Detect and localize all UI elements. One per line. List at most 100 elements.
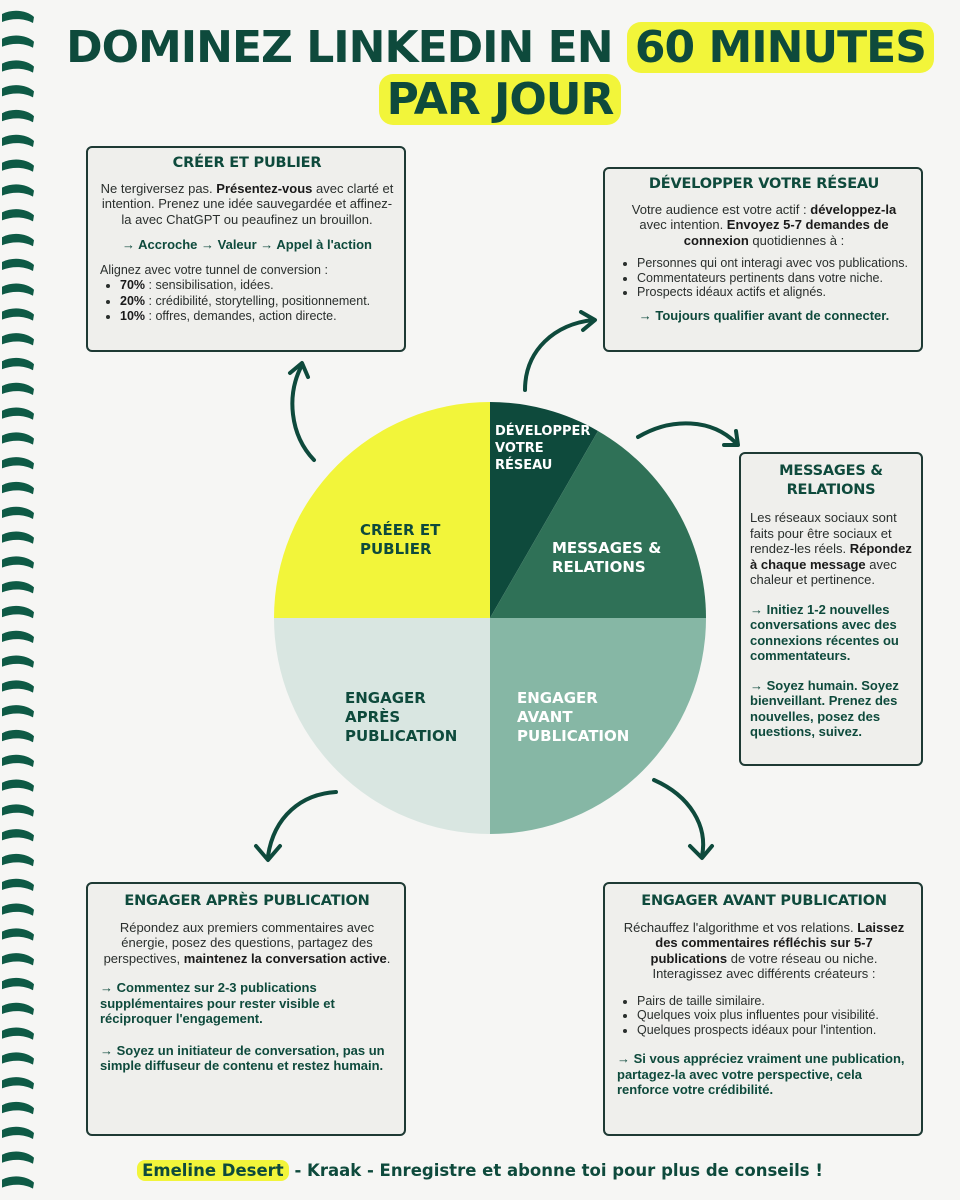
pie-label-line: RÉSEAU (495, 457, 552, 473)
text: Répondez aux premiers commentaires avec … (103, 919, 375, 966)
text-bold: développez-la (810, 201, 897, 217)
text: avec intention. (639, 217, 727, 232)
spiral-ring (2, 333, 34, 346)
spiral-ring (2, 1126, 34, 1139)
spiral-ring (2, 878, 34, 891)
spiral-ring (2, 754, 34, 767)
spiral-ring (2, 829, 34, 842)
card-messages-relations: MESSAGES & RELATIONS Les réseaux sociaux… (739, 452, 923, 766)
card-list: 70% : sensibilisation, idées.20% : crédi… (100, 278, 394, 325)
card-note: → Commentez sur 2-3 publications supplém… (100, 980, 335, 1026)
pie-slice (490, 430, 706, 618)
pie-label-line: PUBLIER (360, 540, 432, 558)
pie-label-line: VOTRE (495, 441, 544, 456)
card-text: Répondez aux premiers commentaires avec … (100, 920, 394, 967)
spiral-ring (2, 853, 34, 867)
spiral-ring (2, 209, 34, 222)
pie-label-line: MESSAGES & (552, 539, 661, 557)
title-line1: DOMINEZ LINKEDIN EN (66, 22, 613, 73)
list-item-text: : sensibilisation, idées. (145, 278, 274, 292)
text-bold: maintenez la conversation active (183, 950, 387, 966)
pie-label-line: CRÉER ET (360, 520, 441, 539)
title-highlight-day: PAR JOUR (378, 74, 622, 125)
spiral-ring (2, 159, 34, 172)
list-item: 10% : offres, demandes, action directe. (120, 309, 394, 325)
spiral-ring (2, 481, 34, 495)
footer-credit: Emeline Desert - Kraak - Enregistre et a… (0, 1160, 960, 1181)
card-list: Personnes qui ont interagi avec vos publ… (617, 256, 911, 300)
list-item: Pairs de taille similaire. (637, 994, 911, 1009)
card-text: Réchauffez l'algorithme et vos relations… (617, 920, 911, 982)
arrow-to-messages-icon (636, 421, 740, 447)
list-item-text: : offres, demandes, action directe. (145, 309, 337, 323)
spiral-ring (2, 109, 34, 123)
list-item: 70% : sensibilisation, idées. (120, 278, 394, 294)
card-text: Votre audience est votre actif : dévelop… (617, 202, 911, 249)
pie-slice (274, 402, 490, 618)
spiral-ring (2, 233, 34, 247)
spiral-ring (2, 35, 34, 48)
spiral-ring (2, 779, 34, 792)
spiral-ring (2, 357, 34, 371)
text: Réchauffez l'algorithme et vos relations… (623, 919, 858, 935)
spiral-ring (2, 630, 34, 643)
spiral-ring (2, 308, 34, 321)
card-note: → Soyez humain. Soyez bienveillant. Pren… (750, 677, 899, 740)
card-engager-apres: ENGAGER APRÈS PUBLICATION Répondez aux p… (86, 882, 406, 1136)
list-item: Personnes qui ont interagi avec vos publ… (637, 256, 911, 271)
pie-label-line: PUBLICATION (345, 727, 457, 745)
card-note: → Soyez un initiateur de conversation, p… (100, 1042, 385, 1074)
page-title: DOMINEZ LINKEDIN EN 60 MINUTES (60, 22, 940, 73)
text: avec clarté et intention. Prenez une idé… (101, 180, 394, 227)
spiral-ring (2, 1077, 34, 1090)
pie-slice (490, 402, 598, 618)
spiral-ring (2, 1101, 34, 1115)
spiral-ring (2, 1027, 34, 1040)
pie-label-line: AVANT (517, 708, 573, 726)
list-item-percent: 10% (120, 309, 146, 323)
list-item: Commentateurs pertinents dans votre nich… (637, 271, 911, 286)
spiral-ring (2, 258, 34, 271)
pie-label-line: ENGAGER (345, 689, 426, 707)
list-item: 20% : crédibilité, storytelling, positio… (120, 294, 394, 310)
title-highlight-minutes: 60 MINUTES (626, 22, 934, 73)
spiral-binding (2, 10, 34, 1189)
text-bold: Présentez-vous (216, 180, 313, 196)
spiral-ring (2, 283, 34, 296)
arrow-to-developper-icon (523, 310, 597, 392)
text-bold: Envoyez 5-7 demandes de connexion (683, 217, 889, 248)
pie-slice (274, 618, 490, 834)
list-item-percent: 20% (120, 293, 146, 308)
card-title: ENGAGER AVANT PUBLICATION (641, 893, 887, 909)
list-item: Quelques voix plus influentes pour visib… (637, 1008, 911, 1023)
spiral-ring (2, 581, 34, 594)
card-text: Ne tergiversez pas. Présentez-vous avec … (100, 181, 394, 228)
spiral-ring (2, 556, 34, 569)
card-note: → Toujours qualifier avant de connecter. (638, 307, 890, 323)
spiral-ring (2, 928, 34, 941)
spiral-ring (2, 729, 34, 743)
spiral-ring (2, 977, 34, 991)
text: de votre réseau ou niche. Interagissez a… (652, 950, 878, 982)
text: . (386, 950, 391, 966)
spiral-ring (2, 680, 34, 693)
spiral-ring (2, 953, 34, 966)
pie-slice (490, 618, 706, 834)
spiral-ring (2, 184, 34, 197)
pie-label-line: RELATIONS (552, 558, 646, 576)
arrow-to-creer-icon (288, 361, 316, 462)
spiral-ring (2, 60, 34, 73)
card-creer-publier: CRÉER ET PUBLIER Ne tergiversez pas. Pré… (86, 146, 406, 352)
card-text: Alignez avec votre tunnel de conversion … (100, 262, 328, 277)
card-title: DÉVELOPPER VOTRE RÉSEAU (648, 176, 880, 192)
spiral-ring (2, 1176, 34, 1189)
author-name: Emeline Desert (137, 1160, 289, 1181)
spiral-ring (2, 134, 34, 147)
spiral-ring (2, 1002, 34, 1015)
list-item-percent: 70% (120, 278, 146, 292)
spiral-ring (2, 804, 34, 817)
